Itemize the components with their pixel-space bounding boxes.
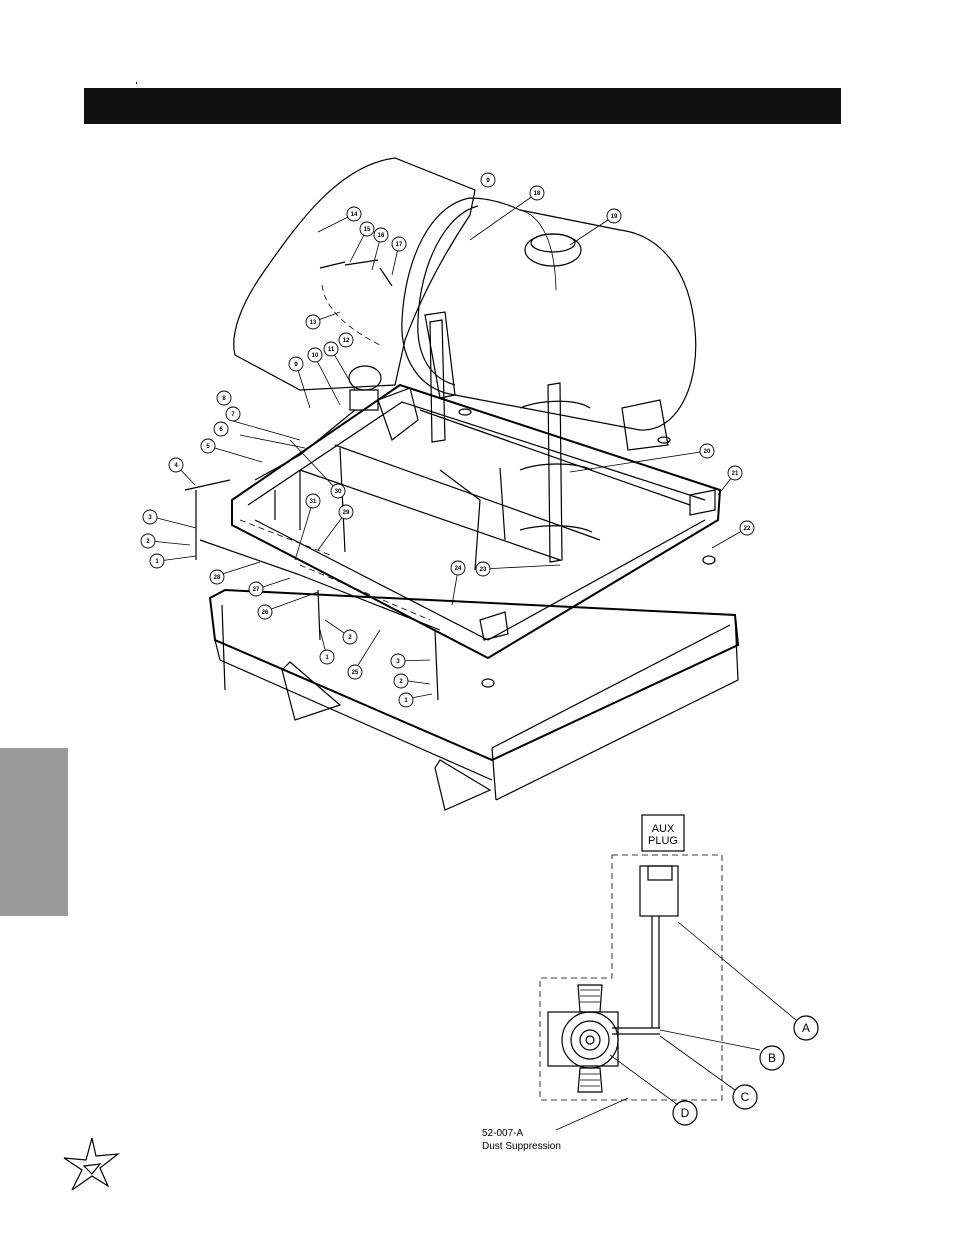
balloon: 12 <box>338 332 354 348</box>
svg-text:4: 4 <box>174 463 178 469</box>
svg-text:18: 18 <box>534 191 541 197</box>
svg-text:D: D <box>681 1106 690 1120</box>
balloon: 9 <box>288 356 304 372</box>
callout-a <box>793 1015 819 1041</box>
balloon: 7 <box>225 406 241 422</box>
svg-text:14: 14 <box>351 212 358 218</box>
dust-suppression-schematic: AUX PLUG A B C D <box>482 814 819 1152</box>
aux-plug-label: AUX <box>652 823 675 835</box>
balloon: 2 <box>342 629 358 645</box>
svg-text:12: 12 <box>343 338 350 344</box>
svg-text:30: 30 <box>335 489 342 495</box>
callout-d <box>672 1100 698 1126</box>
svg-text:23: 23 <box>480 567 487 573</box>
svg-text:28: 28 <box>214 575 221 581</box>
balloon: 1 <box>149 553 165 569</box>
svg-text:9: 9 <box>486 178 490 184</box>
section-side-tab <box>0 748 68 916</box>
drawing-caption: Dust Suppression <box>482 1141 561 1152</box>
balloon: 29 <box>338 504 354 520</box>
boundary-dashed <box>539 854 723 1101</box>
tank-drawing <box>233 157 697 563</box>
svg-text:24: 24 <box>455 566 462 572</box>
plumbing-drawing <box>184 259 441 701</box>
balloon: 20 <box>699 443 715 459</box>
balloon: 2 <box>140 533 156 549</box>
balloon: 4 <box>168 457 184 473</box>
aux-plug-label: PLUG <box>648 835 678 847</box>
balloon: 24 <box>450 560 466 576</box>
part-balloons: 9 18 19 14 15 16 17 13 12 11 10 9 8 7 6 … <box>140 172 755 708</box>
star-logo-icon <box>63 1137 120 1191</box>
svg-text:2: 2 <box>146 539 150 545</box>
balloon: 11 <box>323 341 339 357</box>
svg-text:1: 1 <box>404 698 408 704</box>
svg-text:10: 10 <box>312 353 319 359</box>
balloon: 5 <box>200 438 216 454</box>
balloon: 15 <box>359 221 375 237</box>
svg-text:2: 2 <box>399 679 403 685</box>
svg-text:C: C <box>741 1090 750 1104</box>
balloon: 13 <box>305 314 321 330</box>
balloon: 9 <box>480 172 496 188</box>
callout-b <box>759 1045 785 1071</box>
balloon: 10 <box>307 347 323 363</box>
balloon: 2 <box>393 673 409 689</box>
svg-text:9: 9 <box>294 362 298 368</box>
svg-text:8: 8 <box>222 396 226 402</box>
leader-lines <box>149 192 748 700</box>
svg-text:25: 25 <box>352 670 359 676</box>
svg-text:22: 22 <box>744 526 751 532</box>
header-bar <box>84 88 841 124</box>
svg-text:19: 19 <box>611 214 618 220</box>
balloon: 3 <box>390 653 406 669</box>
balloon: 16 <box>373 227 389 243</box>
svg-text:26: 26 <box>262 610 269 616</box>
balloon: 17 <box>391 236 407 252</box>
svg-text:31: 31 <box>310 499 317 505</box>
balloon: 8 <box>216 390 232 406</box>
balloon: 1 <box>398 692 414 708</box>
balloon: 21 <box>727 465 743 481</box>
balloon: 26 <box>257 604 273 620</box>
svg-text:29: 29 <box>343 510 350 516</box>
balloon: 6 <box>213 421 229 437</box>
callout-c <box>732 1084 758 1110</box>
balloon: 23 <box>475 561 491 577</box>
balloon: 18 <box>529 185 545 201</box>
balloon: 25 <box>347 664 363 680</box>
svg-text:A: A <box>802 1021 810 1035</box>
svg-text:2: 2 <box>348 635 352 641</box>
svg-text:5: 5 <box>206 444 210 450</box>
svg-text:1: 1 <box>325 655 329 661</box>
svg-text:3: 3 <box>148 515 152 521</box>
balloon: 3 <box>142 509 158 525</box>
page-mark <box>136 82 137 84</box>
balloon: 31 <box>305 493 321 509</box>
svg-text:17: 17 <box>396 242 403 248</box>
svg-text:27: 27 <box>253 587 260 593</box>
balloon: 30 <box>330 483 346 499</box>
balloon: 19 <box>606 208 622 224</box>
svg-text:13: 13 <box>310 320 317 326</box>
svg-text:21: 21 <box>732 471 739 477</box>
svg-text:3: 3 <box>396 659 400 665</box>
svg-text:1: 1 <box>155 559 159 565</box>
svg-text:16: 16 <box>378 233 385 239</box>
balloon: 27 <box>248 581 264 597</box>
balloon: 22 <box>739 520 755 536</box>
balloon: 1 <box>319 649 335 665</box>
svg-text:15: 15 <box>364 227 371 233</box>
svg-text:6: 6 <box>219 427 223 433</box>
svg-text:11: 11 <box>328 347 335 353</box>
svg-text:B: B <box>768 1051 776 1065</box>
balloon: 28 <box>209 569 225 585</box>
balloon: 14 <box>346 206 362 222</box>
drawing-number: 52-007-A <box>482 1128 523 1139</box>
aux-plug-box <box>641 814 685 852</box>
svg-text:20: 20 <box>704 449 711 455</box>
svg-text:7: 7 <box>231 412 235 418</box>
frame-drawing <box>208 383 740 811</box>
